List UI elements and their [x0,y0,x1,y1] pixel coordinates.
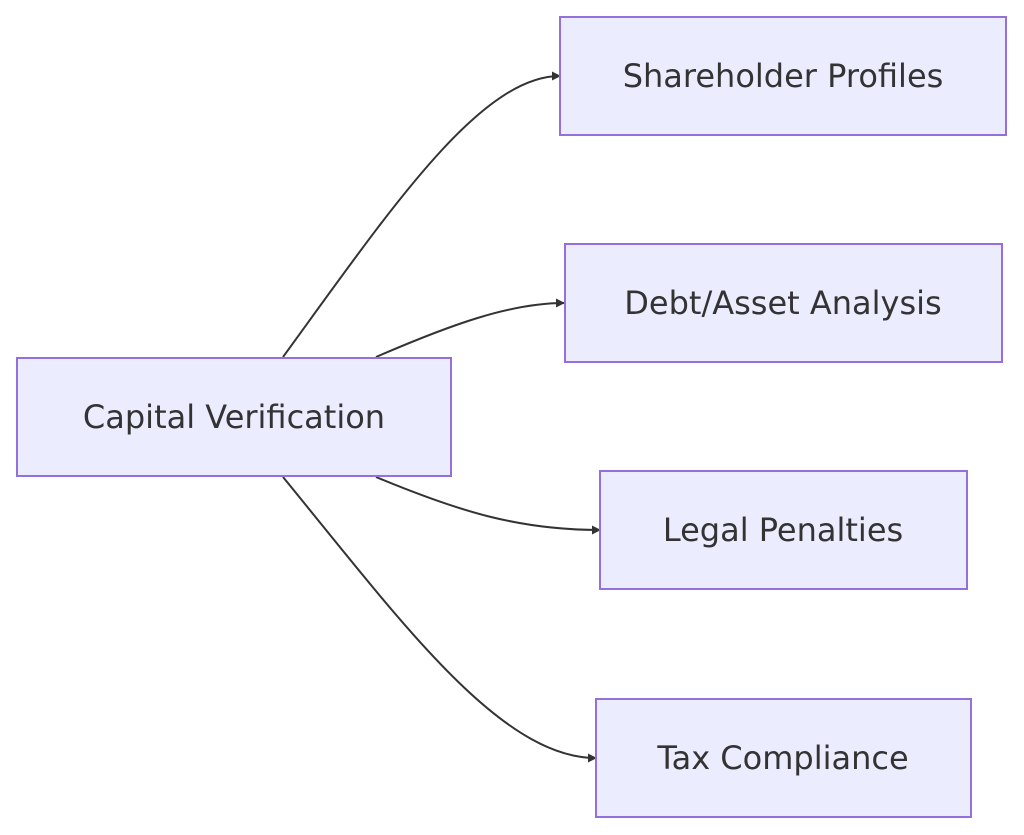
node-label: Debt/Asset Analysis [624,284,941,322]
node-label: Tax Compliance [656,739,908,777]
node-tax-compliance[interactable]: Tax Compliance [595,698,972,818]
node-box [599,470,968,590]
node-legal-penalties[interactable]: Legal Penalties [599,470,968,590]
node-label: Legal Penalties [663,511,903,549]
node-box [16,357,452,477]
edge-to-legal-penalties [375,476,601,535]
node-box [595,698,972,818]
node-box [564,243,1003,363]
edges-group [282,71,601,763]
node-debt-asset-analysis[interactable]: Debt/Asset Analysis [564,243,1003,363]
node-capital-verification[interactable]: Capital Verification [16,357,452,477]
edge-to-tax-compliance [282,476,597,763]
node-shareholder-profiles[interactable]: Shareholder Profiles [559,16,1007,136]
node-box [559,16,1007,136]
node-label: Shareholder Profiles [623,57,944,95]
edge-to-debt-asset-analysis [375,298,565,358]
edge-to-shareholder-profiles [282,71,561,358]
node-label: Capital Verification [83,398,385,436]
